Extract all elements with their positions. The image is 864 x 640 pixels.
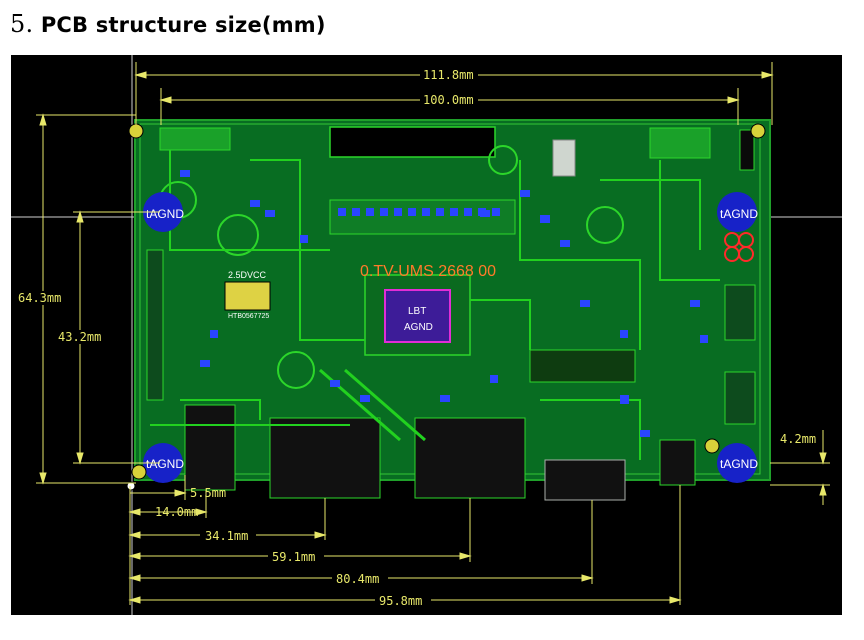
mount-hole-bottom-right bbox=[717, 443, 757, 483]
dim-bottom-3: 34.1mm bbox=[205, 529, 248, 543]
dim-bottom-6: 95.8mm bbox=[379, 594, 422, 608]
dim-left-outer: 64.3mm bbox=[18, 291, 61, 305]
usb-connector bbox=[544, 459, 626, 501]
mount-hole-top-left bbox=[143, 192, 183, 232]
dim-top-inner: 100.0mm bbox=[423, 93, 474, 107]
model-silk-text: 0.TV-UMS 2668 00 bbox=[360, 263, 496, 280]
origin-marker bbox=[126, 481, 136, 491]
corner-hole-top-right bbox=[750, 123, 766, 139]
power-label: 2.5DVCC bbox=[228, 270, 267, 280]
mount-hole-top-right bbox=[717, 192, 757, 232]
agnd-label-top-left: tAGND bbox=[146, 207, 184, 221]
top-left-header bbox=[159, 127, 231, 151]
capacitor-3 bbox=[277, 351, 315, 389]
right-connector-2 bbox=[724, 371, 756, 425]
capacitor-4 bbox=[586, 206, 624, 244]
top-right-header bbox=[649, 127, 711, 159]
chip-label: LBT bbox=[408, 306, 426, 317]
dim-top-outer: 111.8mm bbox=[423, 68, 474, 82]
dim-bottom-5: 80.4mm bbox=[336, 572, 379, 586]
top-lvds-connector bbox=[329, 126, 496, 158]
dc-power-jack bbox=[184, 404, 236, 491]
red-test-points bbox=[724, 232, 754, 262]
small-code-label: HTB0567725 bbox=[228, 313, 269, 320]
inductor-block bbox=[224, 281, 271, 311]
dim-bottom-2: 14.0mm bbox=[155, 505, 198, 519]
bottom-hdmi-connector-2 bbox=[414, 417, 526, 499]
capacitor-5 bbox=[488, 145, 518, 175]
right-connector-1 bbox=[724, 284, 756, 341]
dim-left-inner: 43.2mm bbox=[58, 330, 101, 344]
mount-hole-bottom-left bbox=[143, 443, 183, 483]
corner-hole-bottom-left bbox=[131, 464, 147, 480]
dim-bottom-4: 59.1mm bbox=[272, 550, 315, 564]
pcb-board bbox=[126, 119, 771, 501]
audio-jack bbox=[659, 439, 696, 486]
corner-hole-bottom-right bbox=[704, 438, 720, 454]
title-text: PCB structure size(mm) bbox=[40, 13, 326, 37]
bottom-hdmi-connector-1 bbox=[269, 417, 381, 499]
page-title: 5. PCB structure size(mm) bbox=[10, 10, 326, 38]
dim-right: 4.2mm bbox=[780, 432, 816, 446]
agnd-label-bottom-left: tAGND bbox=[146, 457, 184, 471]
dim-bottom-1: 5.5mm bbox=[190, 486, 226, 500]
right-pin-header bbox=[529, 349, 636, 383]
chip-agnd-label: AGND bbox=[404, 322, 433, 333]
corner-hole-top-left bbox=[128, 123, 144, 139]
left-vertical-connector bbox=[146, 249, 164, 401]
main-chip bbox=[384, 289, 451, 343]
capacitor-2 bbox=[217, 214, 259, 256]
title-number: 5. bbox=[10, 10, 34, 38]
white-component bbox=[552, 139, 576, 177]
agnd-label-bottom-right: tAGND bbox=[720, 457, 758, 471]
agnd-label-top-right: tAGND bbox=[720, 207, 758, 221]
top-right-jack bbox=[739, 129, 755, 171]
